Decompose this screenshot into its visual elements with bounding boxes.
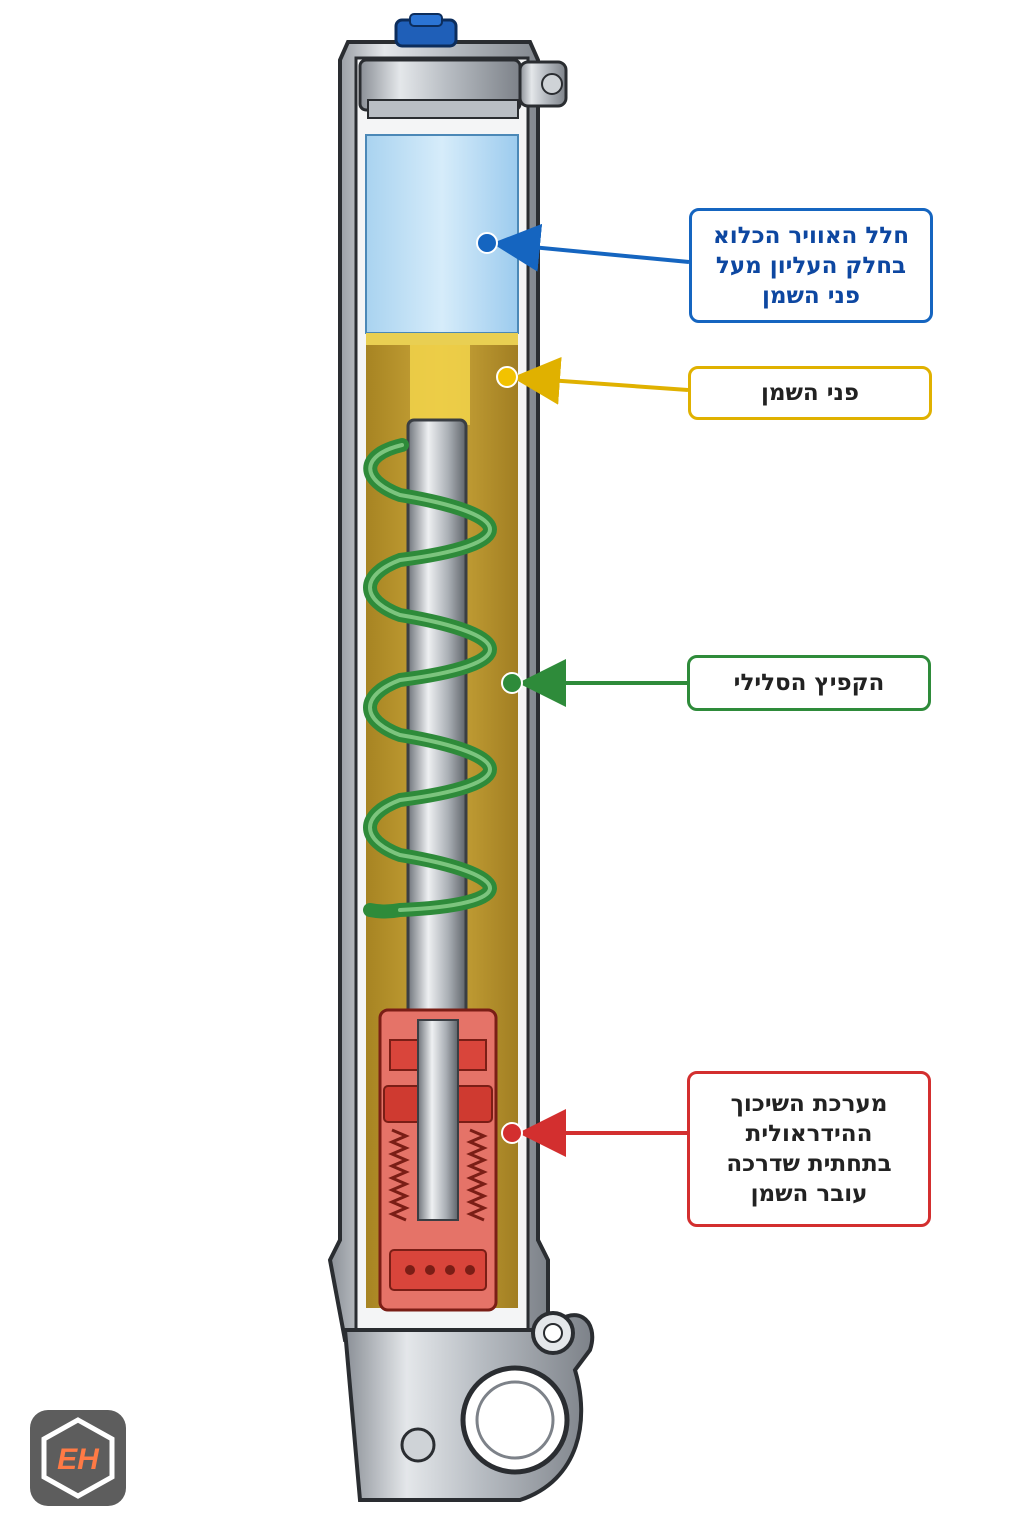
air-chamber-label: חלל האוויר הכלוא בחלק העליון מעל פני השמ… bbox=[689, 208, 933, 323]
hexagon-logo-icon: EH bbox=[41, 1417, 115, 1499]
logo: EH bbox=[30, 1410, 126, 1506]
spring-label-line-1: הקפיץ הסלילי bbox=[733, 670, 885, 696]
oil-marker-dot bbox=[496, 366, 518, 388]
air-label-line-1: חלל האוויר הכלוא bbox=[713, 222, 909, 249]
coil-spring-label: הקפיץ הסלילי bbox=[687, 655, 931, 711]
air-marker-dot bbox=[476, 232, 498, 254]
oil-leader-line bbox=[512, 356, 689, 405]
hydraulic-damping-label: מערכת השיכוך ההידראולית בתחתית שדרכה עוב… bbox=[687, 1071, 931, 1227]
spring-marker-dot bbox=[501, 672, 523, 694]
coil-spring bbox=[363, 438, 497, 919]
oil-level-label: פני השמן bbox=[688, 366, 932, 420]
air-leader-line bbox=[492, 223, 690, 272]
top-cap bbox=[358, 58, 568, 119]
damper-cartridge bbox=[378, 1008, 498, 1312]
damper-label-line-1: מערכת השיכוך bbox=[730, 1091, 888, 1117]
oil-label-line-1: פני השמן bbox=[760, 380, 860, 406]
air-label-line-3: פני השמן bbox=[761, 282, 861, 309]
preload-adjuster bbox=[394, 13, 458, 48]
logo-text: EH bbox=[57, 1443, 100, 1476]
damper-marker-dot bbox=[501, 1122, 523, 1144]
damper-label-line-4: עובר השמן bbox=[750, 1181, 868, 1207]
damper-label-line-2: ההידראולית bbox=[745, 1121, 873, 1147]
air-label-line-2: בחלק העליון מעל bbox=[715, 252, 907, 279]
axle-casting bbox=[342, 1311, 595, 1502]
air-chamber bbox=[365, 134, 519, 334]
damper-label-line-3: בתחתית שדרכה bbox=[726, 1151, 892, 1177]
